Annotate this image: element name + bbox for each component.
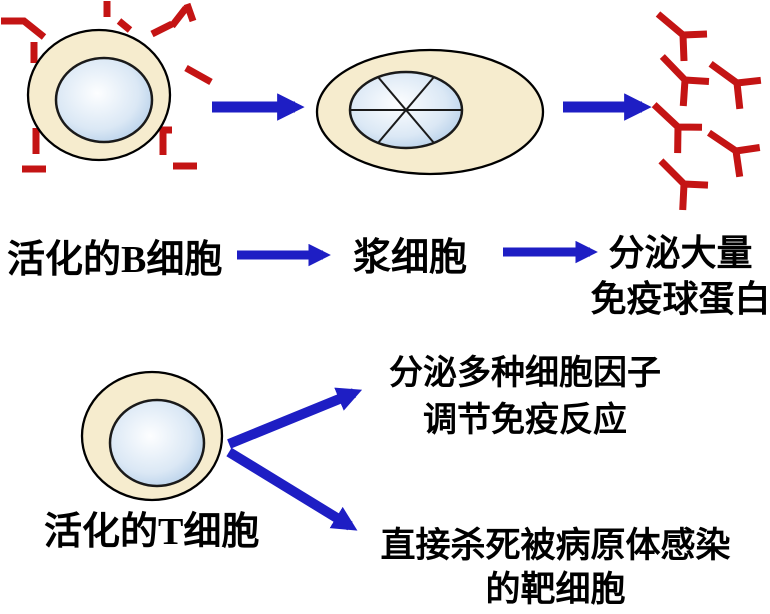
plasma-cell [315, 48, 545, 176]
receptor-icon [1, 17, 47, 40]
cytokine-label-line1: 分泌多种细胞因子 [389, 355, 661, 392]
receptor-icon [169, 5, 189, 29]
b-cell-receptor-icons [1, 1, 213, 173]
kill-label: 直接杀死被病原体感染 的靶细胞 [358, 524, 753, 612]
antibody-group [652, 14, 763, 212]
receptor-icon [184, 64, 213, 86]
t-cell-nucleus [108, 398, 206, 488]
cytokine-label-line2: 调节免疫反应 [423, 402, 627, 439]
arrow-up-right-icon [227, 387, 363, 449]
b-cell-nucleus [54, 56, 154, 144]
antibody-icon [652, 105, 703, 155]
arrow-down-right-icon [226, 447, 358, 531]
secretion-label-line1: 分泌大量 [608, 233, 753, 273]
receptor-icon [150, 20, 174, 38]
antibody-icon [657, 161, 710, 212]
cytokine-label: 分泌多种细胞因子 调节免疫反应 [375, 350, 675, 444]
kill-label-line1: 直接杀死被病原体感染 [380, 526, 731, 565]
receptor-icon [159, 126, 172, 155]
nucleus-segment-lines [350, 76, 462, 144]
receptor-icon [116, 18, 133, 33]
t-cell-label: 活化的T细胞 [44, 511, 260, 553]
plasma-cell-label: 浆细胞 [353, 237, 468, 279]
secretion-label: 分泌大量 免疫球蛋白 [578, 230, 770, 322]
b-cell-label: 活化的B细胞 [7, 239, 223, 281]
antibody-icon [711, 60, 763, 110]
b-cell [1, 1, 213, 173]
t-cell [80, 370, 224, 502]
receptor-icon [183, 2, 197, 23]
antibody-icon [657, 57, 711, 109]
antibody-icon [658, 14, 707, 61]
secretion-label-line2: 免疫球蛋白 [590, 279, 770, 319]
antibody-icon [709, 128, 763, 180]
kill-label-line2: 的靶细胞 [485, 570, 626, 609]
